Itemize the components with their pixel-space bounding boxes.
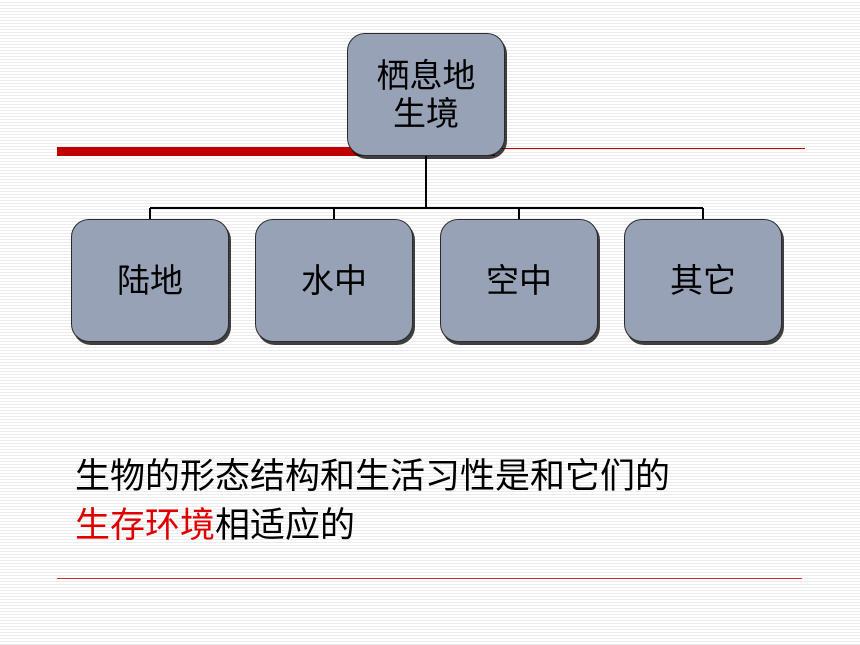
statement-line2: 生存环境相适应的 — [75, 502, 815, 551]
root-node-label-line1: 栖息地 — [376, 55, 476, 95]
root-node-label-line2: 生境 — [393, 93, 459, 133]
child-node-water: 水中 — [255, 219, 413, 342]
child-node-label: 空中 — [486, 260, 552, 300]
root-node-habitat: 栖息地 生境 — [347, 33, 505, 156]
child-node-label: 陆地 — [117, 260, 183, 300]
red-accent-bar — [57, 147, 495, 156]
red-divider-bottom — [57, 578, 802, 579]
child-node-other: 其它 — [624, 219, 782, 342]
child-node-label: 其它 — [670, 260, 736, 300]
child-node-air: 空中 — [440, 219, 598, 342]
conclusion-statement: 生物的形态结构和生活习性是和它们的 生存环境相适应的 — [75, 453, 815, 551]
statement-line1: 生物的形态结构和生活习性是和它们的 — [75, 457, 671, 497]
statement-line2-rest: 相适应的 — [215, 506, 356, 546]
child-node-label: 水中 — [301, 260, 367, 300]
red-accent-line-top — [495, 148, 805, 149]
statement-highlight: 生存环境 — [75, 506, 216, 546]
child-node-land: 陆地 — [71, 219, 229, 342]
